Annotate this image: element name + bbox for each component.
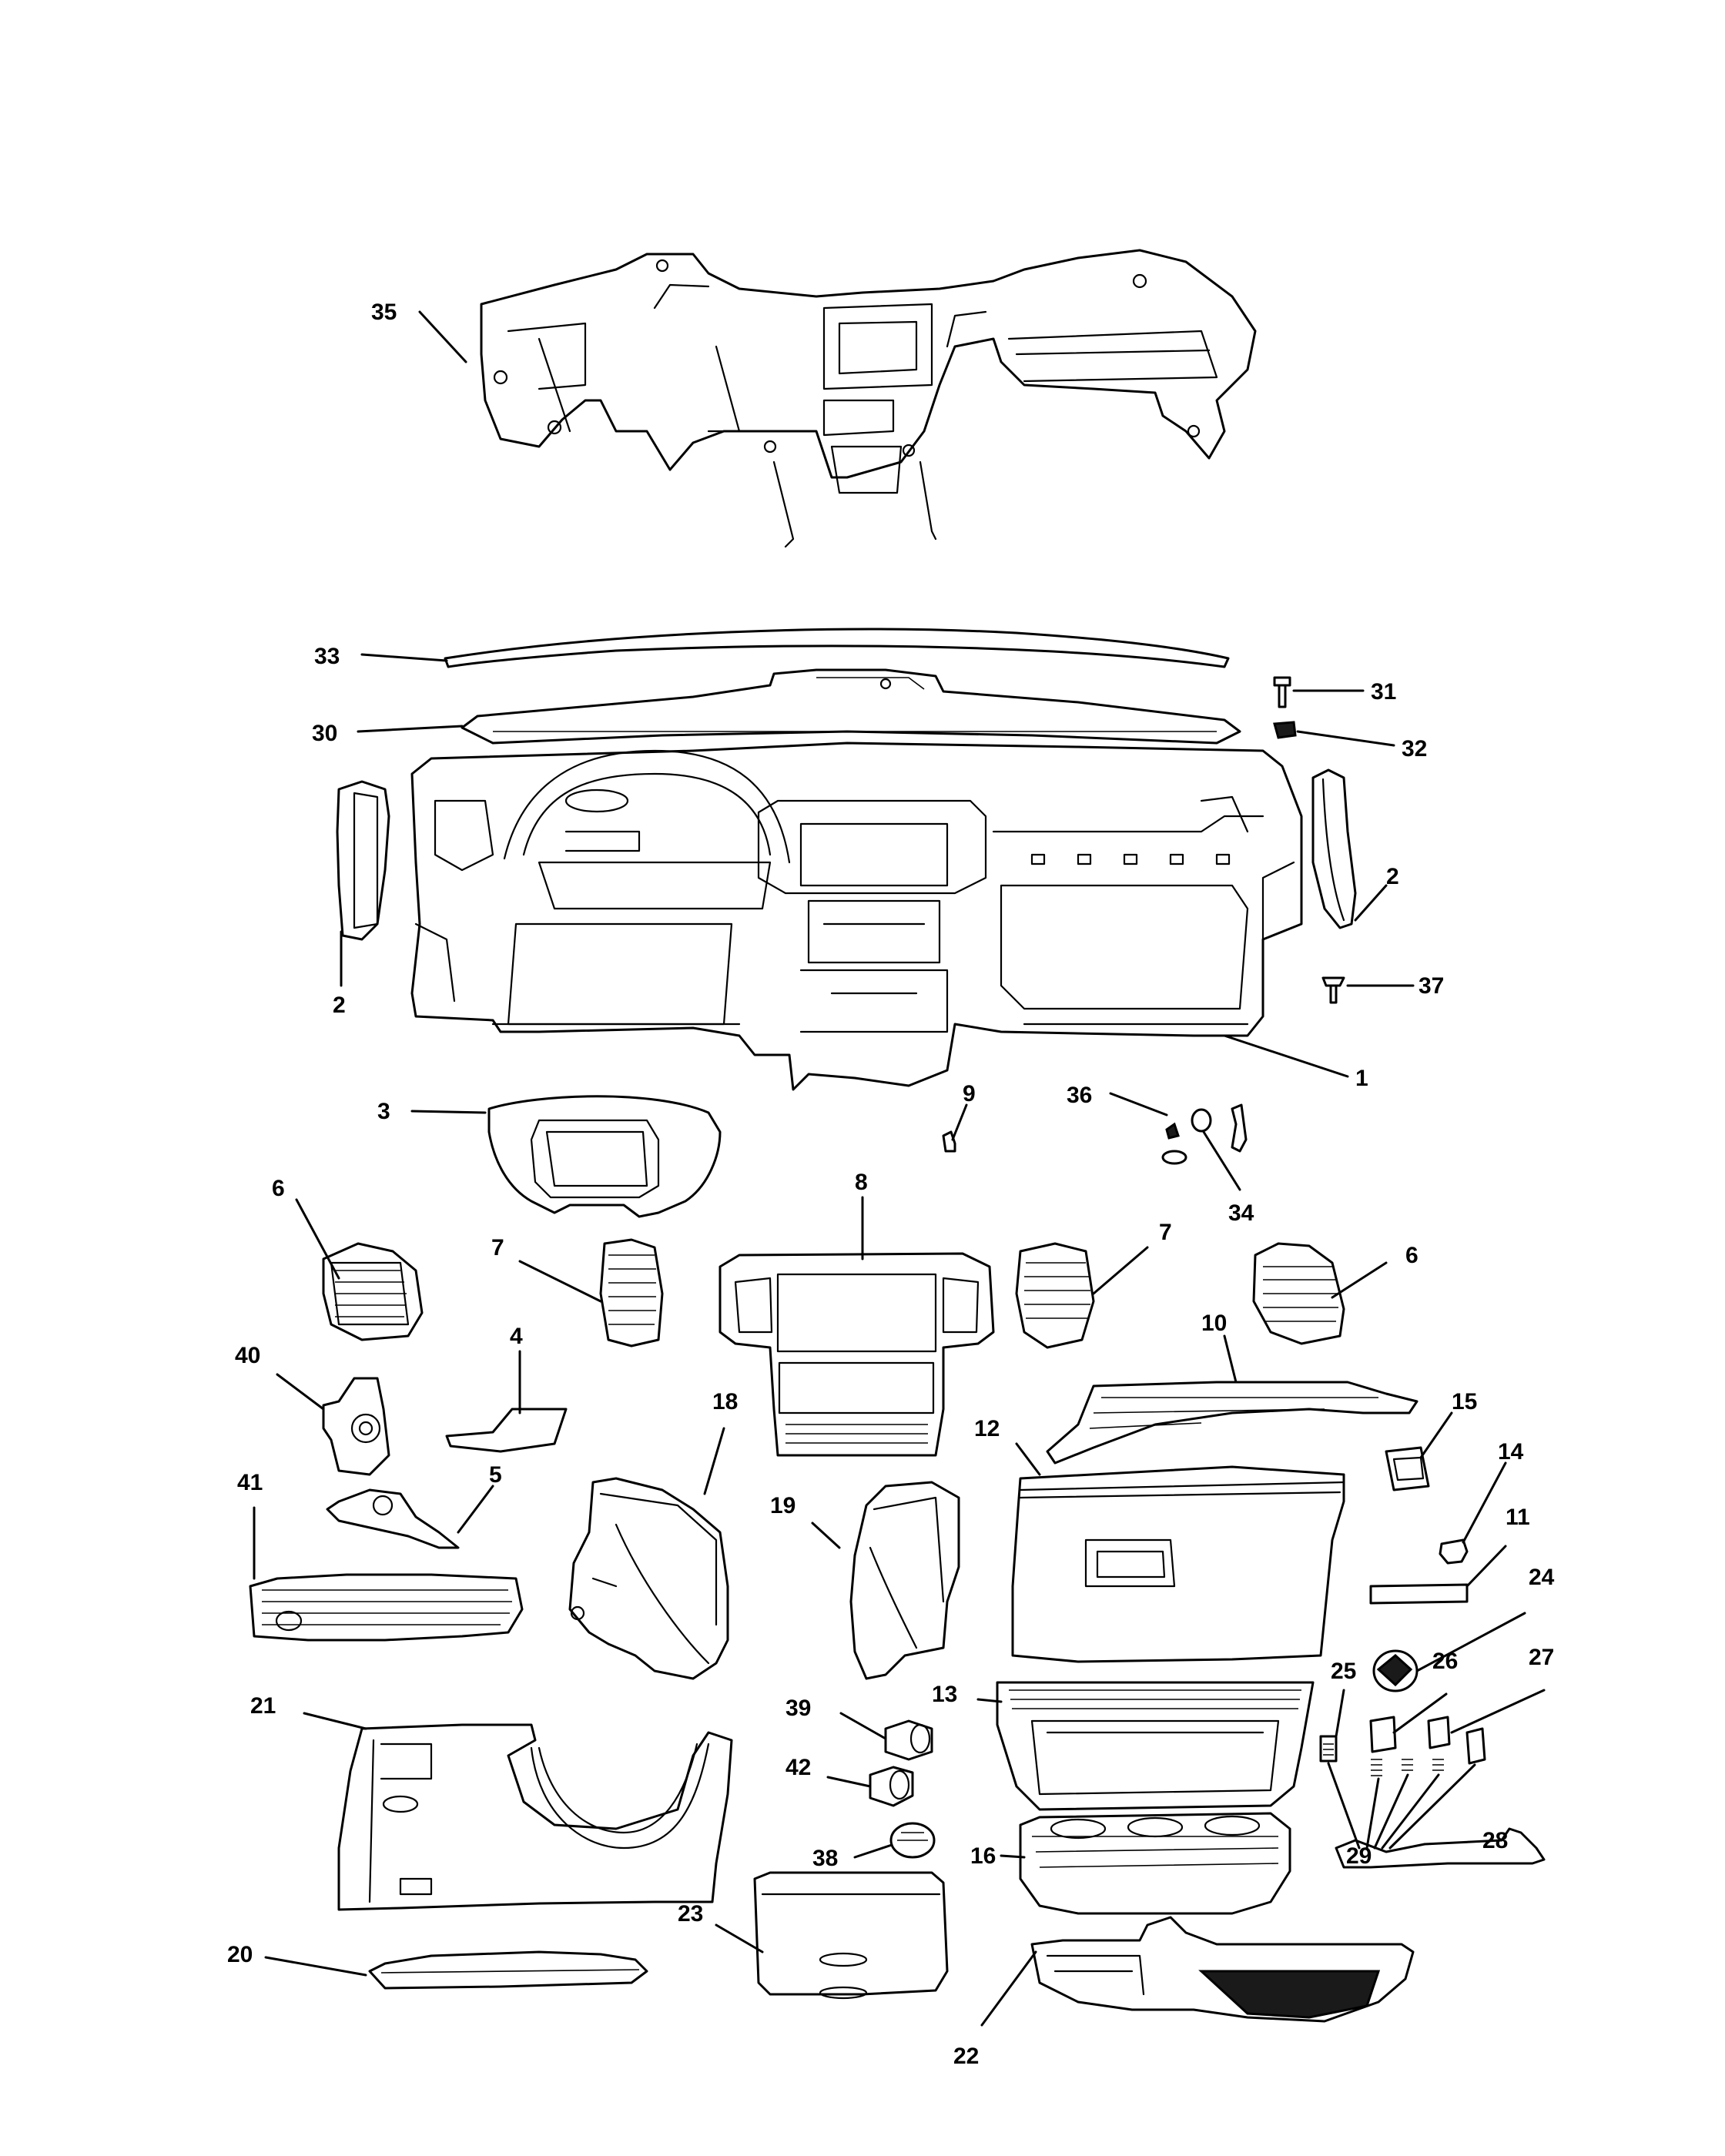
part-18-side-panel bbox=[568, 1477, 729, 1680]
callout-39: 39 bbox=[785, 1696, 811, 1721]
callout-27: 27 bbox=[1529, 1645, 1554, 1670]
callout-2-right: 2 bbox=[1386, 864, 1399, 889]
part-5-trim-piece bbox=[326, 1488, 460, 1549]
part-23-ashtray-bin bbox=[753, 1871, 949, 2000]
callout-13: 13 bbox=[932, 1682, 957, 1707]
callout-16: 16 bbox=[970, 1843, 996, 1869]
part-11-strap bbox=[1369, 1583, 1469, 1605]
callout-10: 10 bbox=[1201, 1311, 1227, 1336]
part-32-clip bbox=[1273, 721, 1297, 739]
callout-28: 28 bbox=[1482, 1828, 1508, 1853]
leader-lines bbox=[253, 310, 1546, 2027]
callout-25: 25 bbox=[1331, 1659, 1356, 1684]
callout-34: 34 bbox=[1228, 1200, 1254, 1226]
callout-6-right: 6 bbox=[1405, 1243, 1419, 1268]
part-24-damper bbox=[1372, 1649, 1419, 1692]
part-41-lower-panel bbox=[249, 1573, 524, 1642]
callout-8: 8 bbox=[855, 1170, 868, 1195]
callout-7-left: 7 bbox=[491, 1235, 504, 1260]
callout-15: 15 bbox=[1452, 1389, 1477, 1414]
callout-22: 22 bbox=[953, 2044, 979, 2069]
callout-12: 12 bbox=[974, 1416, 1000, 1441]
part-7-left-center-vent bbox=[599, 1238, 664, 1348]
callout-4: 4 bbox=[510, 1324, 523, 1349]
part-37-screw bbox=[1321, 976, 1345, 1004]
callout-20: 20 bbox=[227, 1942, 253, 1967]
part-28-29-trim-strip bbox=[1335, 1827, 1546, 1869]
part-8-center-bezel bbox=[718, 1252, 995, 1457]
part-9-bracket bbox=[942, 1130, 956, 1153]
part-13-glove-box-bin bbox=[996, 1681, 1315, 1811]
callout-26: 26 bbox=[1432, 1649, 1458, 1674]
callout-labels: 35 33 30 31 32 2 2 37 1 3 9 36 34 6 7 8 … bbox=[227, 300, 1555, 2069]
callout-6-left: 6 bbox=[272, 1176, 285, 1201]
part-20-trim-strip bbox=[368, 1950, 648, 1990]
part-19-side-panel bbox=[849, 1481, 960, 1680]
part-10-right-trim-panel bbox=[1046, 1381, 1419, 1465]
callout-1: 1 bbox=[1355, 1066, 1368, 1091]
part-30-top-cover bbox=[461, 668, 1241, 745]
part-15-latch bbox=[1385, 1446, 1430, 1491]
part-2-right-end-cap bbox=[1311, 768, 1357, 929]
part-36-clip bbox=[1161, 1122, 1187, 1165]
callout-29: 29 bbox=[1346, 1843, 1372, 1869]
part-12-glove-box-door bbox=[1011, 1465, 1345, 1663]
callout-30: 30 bbox=[312, 721, 337, 746]
callout-31: 31 bbox=[1371, 679, 1396, 705]
callout-42: 42 bbox=[785, 1755, 811, 1780]
part-26-clip bbox=[1369, 1716, 1397, 1776]
part-6-left-air-vent bbox=[322, 1242, 424, 1341]
part-40-switch-bracket bbox=[322, 1377, 390, 1476]
part-25-clip bbox=[1319, 1735, 1338, 1763]
part-33-defroster-strip bbox=[444, 628, 1230, 668]
callout-41: 41 bbox=[237, 1470, 263, 1495]
callout-2-left: 2 bbox=[333, 993, 346, 1018]
callout-38: 38 bbox=[812, 1846, 838, 1871]
callout-9: 9 bbox=[963, 1081, 976, 1106]
callout-35: 35 bbox=[371, 300, 397, 325]
callout-37: 37 bbox=[1419, 973, 1444, 999]
callout-7-right: 7 bbox=[1159, 1220, 1172, 1245]
part-39-socket bbox=[884, 1719, 933, 1761]
part-2-left-end-cap bbox=[336, 780, 390, 941]
callout-19: 19 bbox=[770, 1493, 796, 1518]
part-31-screw bbox=[1273, 676, 1291, 708]
callout-11: 11 bbox=[1506, 1505, 1530, 1530]
callout-21: 21 bbox=[250, 1693, 276, 1719]
part-3-bezel bbox=[487, 1095, 722, 1218]
part-7-right-center-vent bbox=[1015, 1242, 1095, 1349]
leader-lines-25-27 bbox=[1327, 1762, 1476, 1850]
part-42-socket bbox=[869, 1766, 914, 1807]
callout-33: 33 bbox=[314, 644, 340, 669]
callout-18: 18 bbox=[712, 1389, 738, 1414]
part-4-trim-piece bbox=[445, 1408, 568, 1453]
part-27-clip bbox=[1402, 1716, 1486, 1771]
part-1-instrument-panel bbox=[410, 742, 1303, 1091]
part-22-console bbox=[1030, 1916, 1415, 2023]
callout-5: 5 bbox=[489, 1462, 502, 1488]
callout-23: 23 bbox=[678, 1901, 703, 1927]
part-14-bumper bbox=[1439, 1538, 1469, 1565]
callout-24: 24 bbox=[1529, 1565, 1555, 1590]
callout-32: 32 bbox=[1402, 736, 1427, 762]
part-38-cover bbox=[889, 1822, 936, 1859]
part-6-right-air-vent bbox=[1252, 1242, 1345, 1345]
callout-3: 3 bbox=[377, 1099, 390, 1124]
callout-14: 14 bbox=[1498, 1439, 1524, 1465]
callout-40: 40 bbox=[235, 1343, 260, 1368]
part-16-storage-bin bbox=[1019, 1812, 1291, 1915]
part-21-lower-panel bbox=[337, 1723, 733, 1911]
callout-36: 36 bbox=[1067, 1083, 1092, 1108]
part-35-cross-car-beam bbox=[480, 249, 1257, 548]
part-34-clip bbox=[1191, 1103, 1248, 1153]
